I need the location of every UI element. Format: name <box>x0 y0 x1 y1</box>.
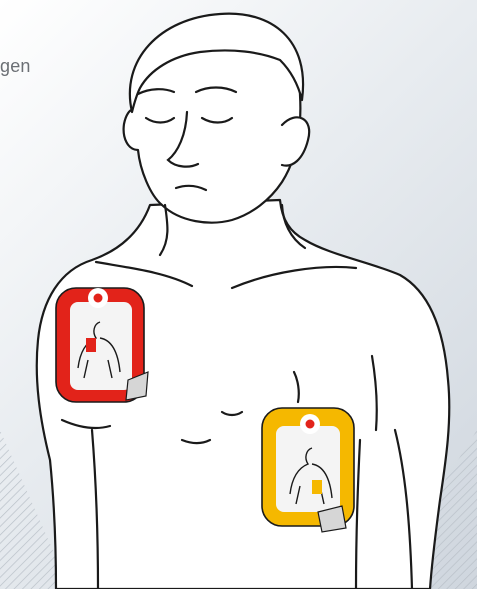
red-electrode-pad-icon <box>56 288 148 402</box>
yellow-electrode-pad-icon <box>262 408 354 532</box>
